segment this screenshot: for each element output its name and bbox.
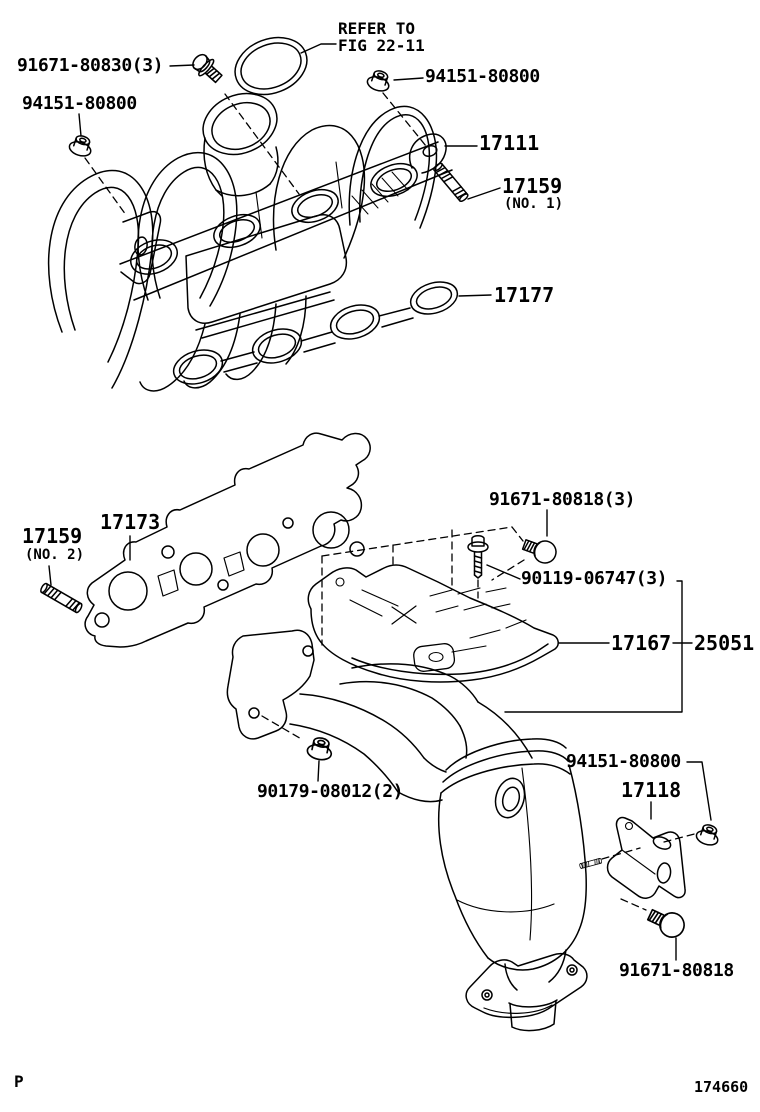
callout-17111: 17111: [479, 131, 540, 155]
footer-figure-code: 174660: [694, 1078, 749, 1096]
callout-94151-80800-right: 94151-80800: [425, 66, 540, 87]
callout-17159-no1: 17159: [502, 174, 563, 198]
callout-90119-06747: 90119-06747(3): [521, 568, 668, 589]
dashed-alignment-lines: [84, 92, 699, 911]
stud-icon-17159-no1: [432, 161, 470, 204]
stud-icon-17159-no2: [38, 581, 84, 615]
leader-lines: [48, 43, 712, 961]
callout-91671-80818-3: 91671-80818(3): [489, 489, 636, 510]
callout-17159-no1-note: (NO. 1): [504, 196, 564, 212]
flange-bolt-icon-91671-80818-3: [519, 533, 560, 567]
callout-90179-08012: 90179-08012(2): [257, 781, 404, 802]
callout-17173: 17173: [100, 510, 161, 534]
exhaust-gasket-drawing: [84, 432, 371, 648]
callout-17167: 17167: [611, 631, 672, 655]
flange-bolt-icon-91671-80818: [644, 902, 689, 942]
refer-note: REFER TO FIG 22-11: [338, 19, 425, 55]
footer-page-letter: P: [14, 1072, 24, 1091]
flange-bolt-icon-90119: [467, 535, 489, 579]
bracket-17118-drawing: [606, 816, 686, 899]
nut-icon-90179: [305, 734, 335, 763]
nut-icon-94151-right: [364, 67, 394, 95]
callout-94151-80800-bottom: 94151-80800: [566, 751, 681, 772]
callout-91671-80830: 91671-80830(3): [17, 55, 164, 76]
exhaust-manifold-converter-drawing: [226, 629, 603, 1032]
callout-94151-80800-left: 94151-80800: [22, 93, 137, 114]
refer-note-line2: FIG 22-11: [338, 35, 425, 55]
callout-17177: 17177: [494, 283, 555, 307]
callout-17159-no2-note: (NO. 2): [25, 547, 85, 563]
nut-icon-94151-left: [66, 132, 96, 160]
callout-17159-no2: 17159: [22, 524, 83, 548]
intake-manifold-drawing: [47, 92, 453, 392]
throttle-oring-gasket: [234, 36, 308, 96]
callout-25051: 25051: [694, 631, 755, 655]
callout-17118: 17118: [621, 778, 682, 802]
flange-bolt-icon-91671-80830: [187, 49, 227, 88]
nut-icon-94151-bottom: [693, 821, 723, 849]
callout-91671-80818: 91671-80818: [619, 960, 734, 981]
intake-gasket-drawing: [172, 281, 459, 385]
refer-note-line1: REFER TO: [338, 19, 416, 38]
